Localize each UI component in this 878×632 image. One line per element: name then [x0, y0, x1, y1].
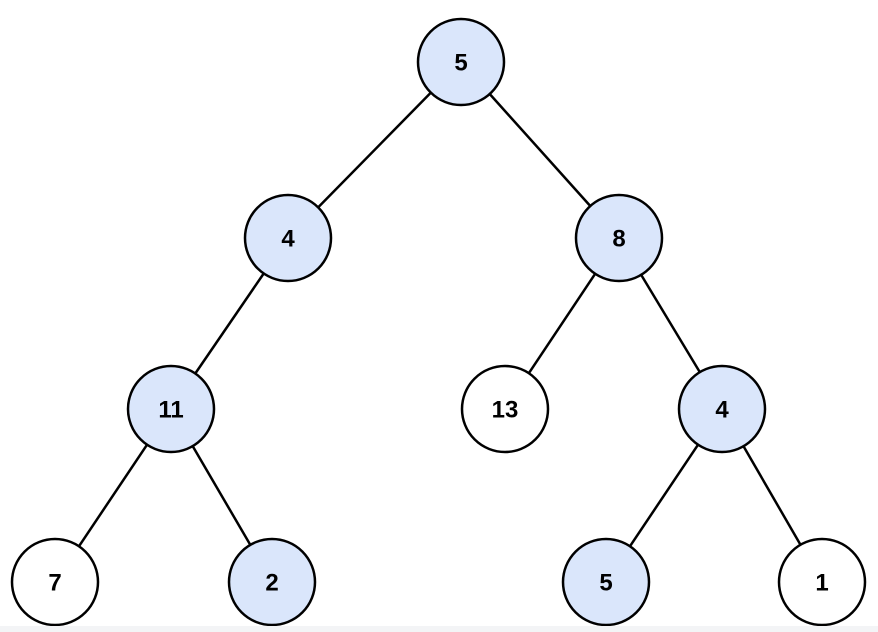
tree-node: 13	[460, 364, 550, 454]
highlighted-node-circle	[574, 193, 664, 283]
tree-node: 1	[777, 537, 867, 627]
tree-nodes: 5 4 8 11 13 4 7 2 5 1	[10, 17, 867, 627]
tree-edge	[317, 91, 432, 209]
node-value-label: 4	[281, 226, 295, 253]
tree-edge	[77, 444, 149, 547]
node-value-label: 8	[612, 226, 625, 253]
tree-edge	[191, 445, 252, 546]
tree-edge	[628, 444, 700, 547]
tree-edge	[488, 93, 592, 207]
tree-edge	[742, 445, 802, 546]
node-circle	[10, 537, 100, 627]
highlighted-node-circle	[561, 537, 651, 627]
tree-node: 11	[126, 364, 216, 454]
node-value-label: 4	[715, 397, 729, 424]
tree-edges	[77, 91, 802, 547]
node-circle	[460, 364, 550, 454]
node-value-label: 1	[815, 570, 828, 597]
highlighted-node-circle	[243, 193, 333, 283]
tree-node: 7	[10, 537, 100, 627]
tree-node: 4	[243, 193, 333, 283]
node-value-label: 11	[158, 397, 183, 424]
bottom-strip	[0, 626, 878, 632]
node-circle	[777, 537, 867, 627]
highlighted-node-circle	[416, 17, 506, 107]
tree-node: 2	[227, 537, 317, 627]
tree-node: 8	[574, 193, 664, 283]
tree-node: 5	[561, 537, 651, 627]
node-value-label: 7	[48, 570, 61, 597]
tree-node: 4	[677, 364, 767, 454]
highlighted-node-circle	[126, 364, 216, 454]
node-value-label: 2	[265, 570, 278, 597]
tree-node: 5	[416, 17, 506, 107]
highlighted-node-circle	[227, 537, 317, 627]
highlighted-node-circle	[677, 364, 767, 454]
node-value-label: 5	[599, 570, 612, 597]
node-value-label: 13	[492, 397, 519, 424]
tree-edge	[640, 274, 701, 373]
tree-edge	[527, 273, 597, 374]
node-value-label: 5	[454, 50, 467, 77]
tree-edge	[194, 272, 265, 375]
